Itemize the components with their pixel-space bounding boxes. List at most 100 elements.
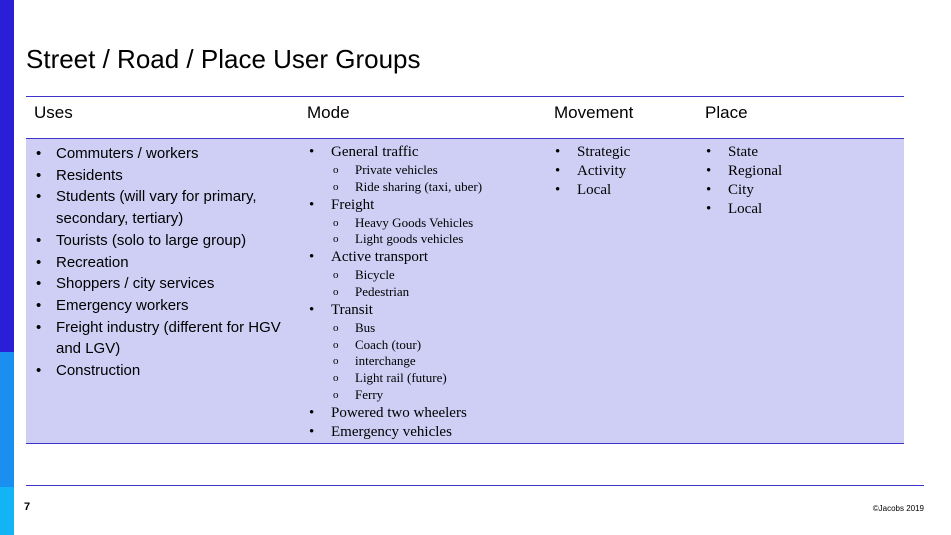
circle-bullet-icon: o	[333, 233, 339, 246]
mode-sub-item: o Bicycle	[307, 267, 547, 284]
table-body-row: Commuters / workersResidentsStudents (wi…	[26, 139, 904, 443]
bullet-icon: •	[309, 144, 315, 160]
table-header-rule	[26, 138, 904, 139]
mode-sub-item-label: Private vehicles	[355, 162, 438, 177]
mode-sub-item: o Ferry	[307, 387, 547, 404]
uses-list-item: Recreation	[32, 252, 294, 274]
mode-sub-item: o Bus	[307, 320, 547, 337]
movement-list-item: • Strategic	[553, 143, 693, 162]
mode-sub-item-label: Ferry	[355, 386, 384, 402]
mode-list-item: • Transit	[307, 301, 547, 320]
bullet-icon: •	[309, 196, 315, 213]
uses-list-item: Commuters / workers	[32, 143, 294, 165]
place-item-label: Local	[728, 201, 763, 217]
uses-list-item: Residents	[32, 165, 294, 187]
mode-sub-item: o Pedestrian	[307, 284, 547, 301]
mode-sub-item-label: Bicycle	[355, 267, 395, 283]
circle-bullet-icon: o	[333, 388, 339, 401]
movement-list: • Strategic • Activity • Local	[553, 143, 693, 200]
mode-item-label: General traffic	[331, 144, 419, 160]
bullet-icon: •	[706, 163, 712, 179]
header-movement: Movement	[554, 103, 634, 122]
mode-sub-item: o Coach (tour)	[307, 337, 547, 354]
mode-sub-item-label: Bus	[355, 319, 376, 335]
circle-bullet-icon: o	[333, 164, 339, 176]
uses-list-item: Shoppers / city services	[32, 273, 294, 295]
mode-sub-item-label: Heavy Goods Vehicles	[355, 214, 474, 230]
bullet-icon: •	[555, 163, 561, 179]
place-column: • State • Regional • City • Local	[704, 143, 894, 219]
header-uses: Uses	[34, 103, 73, 122]
place-list: • State • Regional • City • Local	[704, 143, 894, 219]
uses-list-item: Students (will vary for primary, seconda…	[32, 186, 294, 229]
uses-list: Commuters / workersResidentsStudents (wi…	[32, 143, 294, 382]
uses-column: Commuters / workersResidentsStudents (wi…	[32, 143, 294, 382]
mode-sub-item-label: interchange	[355, 353, 416, 369]
uses-list-item: Freight industry (different for HGV and …	[32, 317, 294, 360]
place-list-item: • State	[704, 143, 894, 162]
place-list-item: • Local	[704, 200, 894, 219]
accent-bar-middle	[0, 352, 14, 487]
table-header-row: Uses Mode Movement Place	[26, 97, 904, 139]
circle-bullet-icon: o	[333, 355, 339, 368]
bullet-icon: •	[309, 423, 315, 440]
bullet-icon: •	[309, 301, 315, 318]
mode-sub-item-label: Pedestrian	[355, 283, 410, 299]
place-item-label: State	[728, 144, 758, 160]
accent-bar-bottom	[0, 487, 14, 535]
place-item-label: City	[728, 182, 754, 198]
header-place: Place	[705, 103, 748, 122]
circle-bullet-icon: o	[333, 321, 339, 334]
mode-item-label: Emergency vehicles	[331, 423, 452, 440]
mode-sub-item: o Heavy Goods Vehicles	[307, 215, 547, 232]
mode-item-label: Active transport	[331, 249, 429, 266]
uses-list-item: Emergency workers	[32, 295, 294, 317]
bullet-icon: •	[555, 144, 561, 160]
page-number: 7	[24, 501, 31, 513]
mode-list-item: • General traffic	[307, 143, 547, 162]
circle-bullet-icon: o	[333, 216, 339, 229]
movement-list-item: • Activity	[553, 162, 693, 181]
mode-sub-item-label: Coach (tour)	[355, 336, 422, 352]
bullet-icon: •	[706, 144, 712, 160]
uses-list-item: Construction	[32, 360, 294, 382]
mode-sub-item-label: Light rail (future)	[355, 370, 447, 386]
movement-item-label: Activity	[577, 163, 627, 179]
table-bottom-rule	[26, 443, 904, 444]
bullet-icon: •	[309, 404, 315, 421]
mode-sub-item: o Private vehicles	[307, 162, 547, 179]
bullet-icon: •	[555, 182, 561, 198]
place-list-item: • Regional	[704, 162, 894, 181]
place-list-item: • City	[704, 181, 894, 200]
mode-item-label: Powered two wheelers	[331, 404, 467, 421]
table-top-rule	[26, 96, 904, 97]
circle-bullet-icon: o	[333, 180, 339, 193]
mode-sub-item: o interchange	[307, 353, 547, 370]
bullet-icon: •	[309, 249, 315, 266]
mode-list-item: • Freight	[307, 196, 547, 215]
mode-list-item: • Active transport	[307, 248, 547, 267]
copyright-notice: ©Jacobs 2019	[872, 504, 924, 513]
bullet-icon: •	[706, 182, 712, 198]
movement-list-item: • Local	[553, 181, 693, 200]
footer-rule	[26, 485, 924, 486]
movement-item-label: Local	[577, 182, 612, 198]
circle-bullet-icon: o	[333, 269, 339, 282]
mode-item-label: Freight	[331, 196, 375, 213]
movement-column: • Strategic • Activity • Local	[553, 143, 693, 200]
circle-bullet-icon: o	[333, 338, 339, 351]
movement-item-label: Strategic	[577, 144, 631, 160]
mode-item-label: Transit	[331, 301, 373, 318]
place-item-label: Regional	[728, 163, 783, 179]
header-mode: Mode	[307, 103, 350, 122]
slide-title: Street / Road / Place User Groups	[26, 44, 421, 74]
circle-bullet-icon: o	[333, 285, 339, 298]
bullet-icon: •	[706, 201, 712, 217]
mode-list-item: • Powered two wheelers	[307, 404, 547, 423]
accent-bar-top	[0, 0, 14, 352]
